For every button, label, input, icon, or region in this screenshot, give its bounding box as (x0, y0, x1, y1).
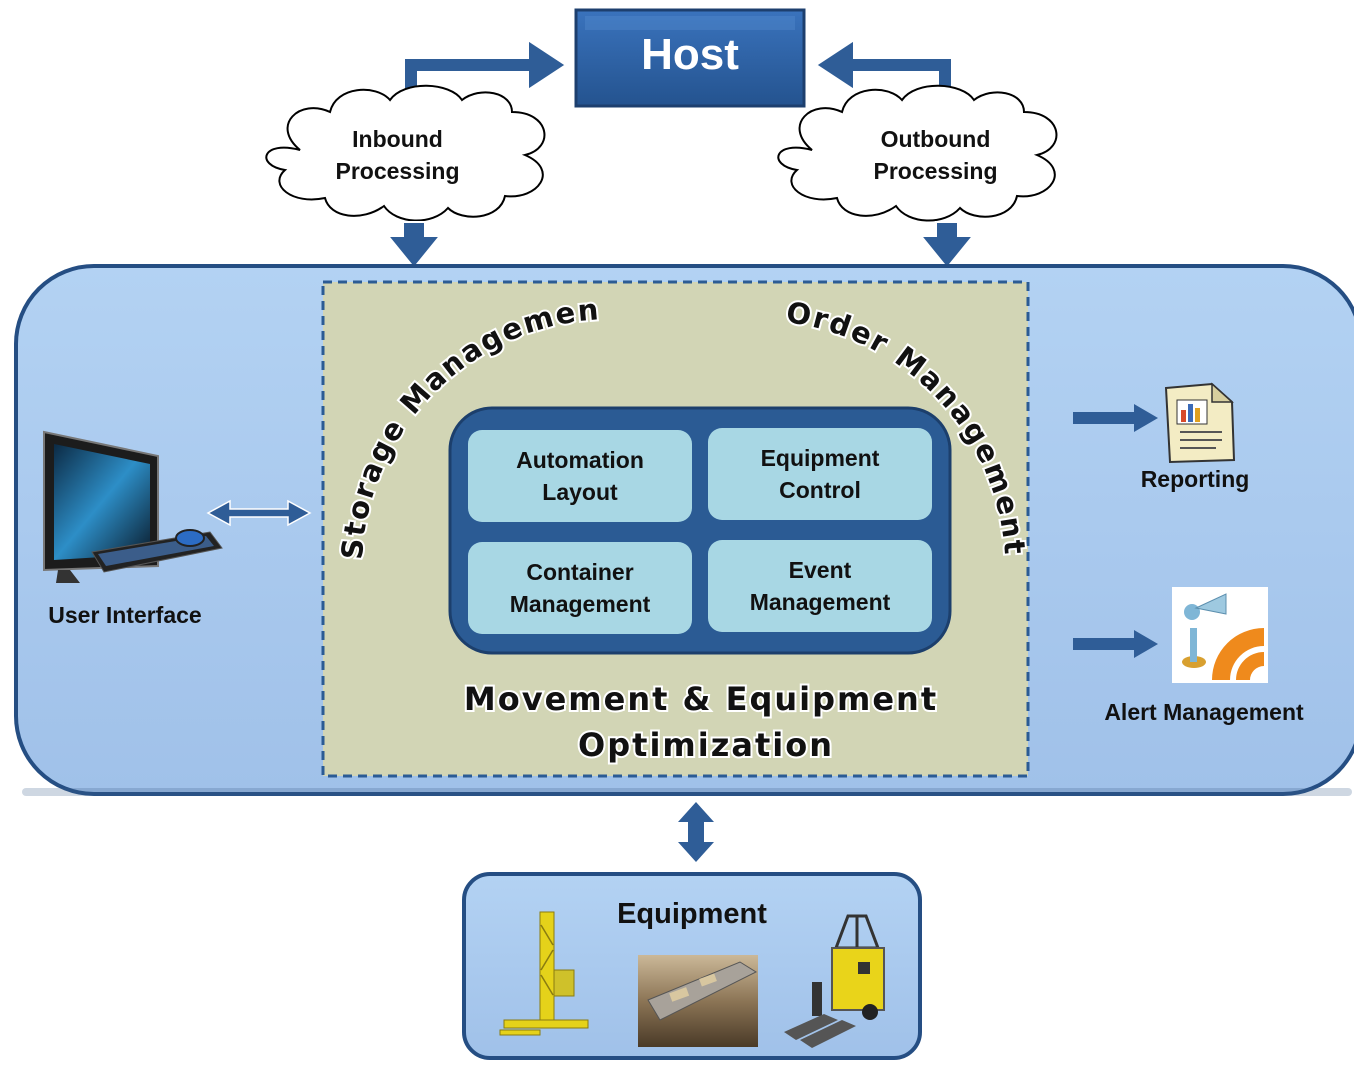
outbound-processing-label: Outbound Processing (848, 123, 1023, 187)
user-interface-label: User Interface (48, 602, 202, 628)
module-automation-layout: Automation Layout (468, 430, 692, 522)
alert-management-label: Alert Management (1104, 699, 1304, 725)
conveyor-photo (638, 955, 758, 1047)
outbound-down-arrow (918, 221, 976, 270)
core-caption-line2: Optimization (578, 726, 834, 764)
reporting-arrow (1073, 404, 1158, 432)
equipment-label: Equipment (617, 898, 767, 930)
alert-arrow (1073, 630, 1158, 658)
ui-bidirectional-arrow (206, 499, 312, 527)
host-label: Host (641, 30, 739, 79)
alert-icon (1172, 587, 1268, 683)
inbound-down-arrow (385, 221, 443, 270)
inbound-processing-cloud (265, 84, 546, 222)
computer-icon (43, 430, 223, 583)
core-caption-line1: Movement & Equipment (464, 680, 938, 718)
stacker-crane-icon (499, 911, 589, 1036)
report-icon (1164, 382, 1236, 464)
outbound-line2: Processing (873, 158, 998, 184)
reporting-label: Reporting (1140, 466, 1250, 492)
outbound-processing-cloud (777, 84, 1058, 222)
equipment-bidirectional-arrow (678, 802, 714, 862)
module-event-management: Event Management (708, 540, 932, 632)
outbound-line1: Outbound (880, 126, 991, 152)
forklift-icon (784, 914, 885, 1048)
module-equipment-control: Equipment Control (708, 428, 932, 520)
inbound-line2: Processing (335, 158, 460, 184)
module-container-management: Container Management (468, 542, 692, 634)
inbound-processing-label: Inbound Processing (310, 123, 485, 187)
host-box (574, 8, 806, 108)
inbound-line1: Inbound (352, 126, 443, 152)
